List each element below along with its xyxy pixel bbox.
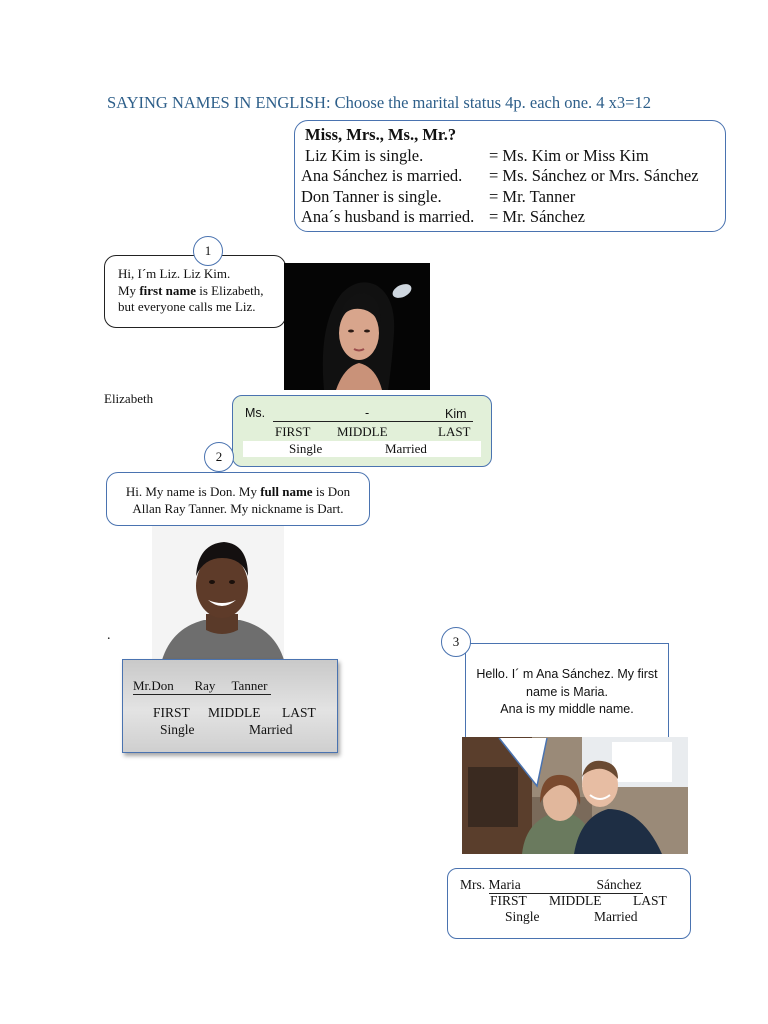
label-first: FIRST (490, 893, 527, 908)
speech-bubble-ana: Hello. I´ m Ana Sánchez. My first name i… (465, 643, 669, 739)
stray-dot: . (107, 628, 111, 643)
speech-bubble-liz: Hi, I´m Liz. Liz Kim. My first name is E… (104, 255, 286, 328)
status-single[interactable]: Single (289, 441, 323, 456)
first-name-value: Don (151, 678, 174, 693)
rules-box: Miss, Mrs., Ms., Mr.? Liz Kim is single.… (294, 120, 726, 232)
item-number-1: 1 (193, 236, 223, 266)
photo-ana-husband (462, 737, 688, 854)
name-line: Maria Sánchez (488, 877, 643, 894)
worksheet-title: SAYING NAMES IN ENGLISH: Choose the mari… (107, 93, 651, 112)
label-first: FIRST (275, 424, 311, 439)
rules-heading: Miss, Mrs., Ms., Mr.? (305, 125, 457, 144)
status-married[interactable]: Married (385, 441, 427, 456)
last-name-value: Tanner (231, 678, 268, 693)
label-middle: MIDDLE (337, 424, 388, 439)
status-single[interactable]: Single (505, 909, 540, 924)
label-last: LAST (438, 424, 471, 439)
item-number-2: 2 (204, 442, 234, 472)
status-married[interactable]: Married (249, 722, 293, 737)
form-title: Ms. (245, 406, 266, 420)
name-form-3: Mrs. Maria Sánchez FIRST MIDDLE LAST Sing… (447, 868, 691, 939)
label-last: LAST (633, 893, 667, 908)
status-married[interactable]: Married (594, 909, 638, 924)
rules-row: Liz Kim is single.= Ms. Kim or Miss Kim (305, 145, 649, 165)
first-name-value: Maria (488, 877, 521, 892)
form-title: Mr. (133, 678, 152, 693)
form-title: Mrs. (460, 877, 486, 892)
name-underline (273, 421, 473, 422)
bubble-tail (498, 737, 548, 788)
name-separator: - (365, 406, 370, 420)
photo-liz (284, 263, 430, 390)
answer-note: Elizabeth (104, 391, 154, 406)
rules-row: Ana´s husband is married.= Mr. Sánchez (301, 207, 585, 226)
speech-bubble-don: Hi. My name is Don. My full name is Don … (106, 472, 370, 526)
label-middle: MIDDLE (549, 893, 602, 908)
status-single[interactable]: Single (160, 722, 195, 737)
last-name-value: Kim (445, 407, 467, 421)
rules-row: Ana Sánchez is married.= Ms. Sánchez or … (301, 166, 699, 185)
status-strip (243, 441, 481, 457)
label-first: FIRST (153, 705, 190, 720)
name-form-2: Mr.Don Ray Tanner FIRST MIDDLE LAST Single… (122, 659, 338, 753)
middle-name-value: Ray (194, 678, 216, 693)
label-last: LAST (282, 705, 316, 720)
rules-row: Don Tanner is single.= Mr. Tanner (301, 186, 576, 206)
name-form-1: Ms. - Kim FIRST MIDDLE LAST Single Marri… (232, 395, 492, 467)
label-middle: MIDDLE (208, 705, 261, 720)
photo-don (152, 526, 284, 660)
item-number-3: 3 (441, 627, 471, 657)
last-name-value: Sánchez (596, 877, 642, 892)
